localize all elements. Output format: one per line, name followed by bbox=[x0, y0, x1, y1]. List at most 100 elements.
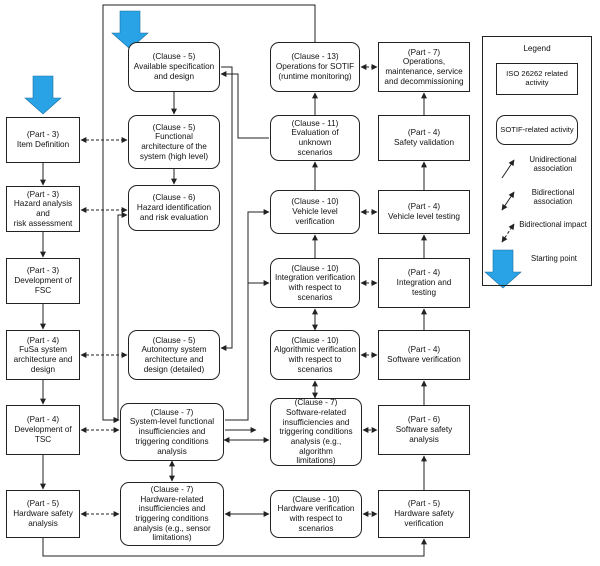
box-reference: (Part - 6) bbox=[407, 415, 441, 425]
box-label-line: Hardware verification bbox=[277, 504, 355, 514]
legend-bidirectional-label: Bidirectional association bbox=[531, 188, 575, 207]
activity-box-c10-vehicle: (Clause - 10)Vehicle level verification bbox=[270, 190, 360, 234]
box-label-line: risk assessment bbox=[13, 218, 73, 228]
box-label-line: Development of TSC bbox=[14, 425, 72, 444]
legend-panel bbox=[482, 36, 592, 286]
box-label-line: Integration verification bbox=[274, 273, 356, 283]
box-label-line: Functional bbox=[155, 132, 193, 142]
box-reference: (Part - 5) bbox=[407, 499, 441, 509]
box-label-line: scenarios bbox=[298, 523, 334, 533]
box-label-line: insufficiencies and bbox=[282, 417, 350, 427]
arrow-system-to-vehicle bbox=[225, 209, 270, 421]
box-label-line: analysis (e.g., sensor bbox=[133, 523, 211, 533]
legend-start-arrow-icon bbox=[484, 249, 522, 289]
arrow-eval-to-spec bbox=[220, 71, 269, 139]
box-reference: (Clause - 7) bbox=[150, 484, 194, 494]
box-label-line: analysis bbox=[409, 434, 439, 444]
box-label-line: design bbox=[30, 364, 56, 374]
legend-iso-label: ISO 26262 related activity bbox=[506, 69, 568, 87]
box-label-line: analysis (e.g., algorithm bbox=[290, 436, 342, 456]
box-reference: (Part - 3) bbox=[26, 189, 60, 199]
box-label-line: insufficiencies and bbox=[138, 427, 206, 437]
box-label-line: scenarios bbox=[297, 364, 333, 374]
activity-box-p4-sw-verif: (Part - 4)Software verification bbox=[378, 330, 470, 380]
box-label-line: Algorithmic verification bbox=[274, 345, 356, 355]
box-label-line: Vehicle level testing bbox=[388, 212, 460, 221]
box-reference: (Clause - 5) bbox=[152, 122, 196, 132]
box-reference: (Clause - 5) bbox=[152, 52, 196, 62]
activity-box-p3-item-def: (Part - 3)Item Definition bbox=[6, 117, 80, 163]
box-reference: (Clause - 7) bbox=[150, 407, 194, 417]
box-reference: (Part - 3) bbox=[26, 266, 60, 276]
box-label-line: Operations for SOTIF bbox=[275, 62, 355, 72]
box-reference: (Clause - 13) bbox=[291, 52, 339, 62]
box-label-line: analysis bbox=[157, 446, 187, 456]
box-label-line: limitations) bbox=[152, 533, 192, 543]
box-label-line: Item Definition bbox=[16, 140, 70, 149]
box-label-line: Hardware-related bbox=[140, 494, 204, 504]
activity-box-p3-fsc: (Part - 3)Development of FSC bbox=[6, 258, 80, 304]
activity-box-p4-safety-valid: (Part - 4)Safety validation bbox=[378, 115, 470, 161]
box-label-line: Hardware safety bbox=[13, 509, 73, 519]
box-label-line: and decommissioning bbox=[384, 76, 464, 86]
arrow-hazard-system bbox=[113, 212, 128, 423]
box-reference: (Part - 3) bbox=[26, 130, 60, 140]
activity-box-p7-ops: (Part - 7)Operations,maintenance, servic… bbox=[378, 42, 470, 92]
box-label-line: scenarios bbox=[297, 292, 333, 302]
legend-start-label: Starting point bbox=[531, 254, 577, 263]
box-reference: (Clause - 7) bbox=[294, 398, 338, 408]
box-reference: (Part - 4) bbox=[407, 202, 441, 212]
box-reference: (Part - 7) bbox=[407, 47, 441, 57]
box-label-line: FuSa system bbox=[19, 345, 67, 355]
arrow-ops-loop-to-system bbox=[102, 4, 316, 423]
box-label-line: and design bbox=[153, 71, 195, 81]
box-label-line: Development of FSC bbox=[14, 276, 72, 295]
box-reference: (Clause - 11) bbox=[291, 118, 339, 128]
box-reference: (Clause - 10) bbox=[291, 263, 339, 273]
box-label-line: architecture and bbox=[144, 355, 204, 364]
box-label-line: Software verification bbox=[387, 355, 461, 364]
box-reference: (Clause - 6) bbox=[152, 193, 196, 203]
legend-title: Legend bbox=[523, 44, 551, 53]
box-label-line: architecture of the bbox=[141, 142, 207, 151]
start-arrow-iso-icon bbox=[24, 75, 62, 115]
box-label-line: Autonomy system bbox=[141, 345, 207, 355]
box-label-line: triggering conditions bbox=[279, 427, 353, 437]
legend-sotif-box: SOTIF-related activity bbox=[496, 115, 578, 145]
connector-lines bbox=[40, 4, 515, 557]
box-label-line: architecture and bbox=[13, 355, 73, 364]
box-label-line: with respect to bbox=[289, 514, 343, 523]
legend-unidirectional-arrow bbox=[501, 159, 515, 179]
box-label-line: Hazard identification bbox=[136, 203, 212, 213]
box-reference: (Clause - 5) bbox=[152, 335, 196, 345]
box-label-line: System-level functional bbox=[129, 417, 215, 427]
box-reference: (Part - 5) bbox=[26, 499, 60, 509]
box-reference: (Part - 4) bbox=[407, 128, 441, 138]
arrow-hw-analysis-to-hw-verification bbox=[42, 538, 427, 557]
legend-sotif-label: SOTIF-related activity bbox=[500, 124, 574, 134]
box-label-line: Hardware safety bbox=[394, 509, 454, 519]
box-reference: (Clause - 10) bbox=[292, 494, 340, 504]
box-reference: (Clause - 10) bbox=[291, 197, 339, 207]
box-label-line: and risk evaluation bbox=[139, 212, 209, 222]
box-label-line: Safety validation bbox=[393, 138, 455, 147]
box-label-line: Integration and bbox=[396, 278, 452, 288]
box-label-line: analysis bbox=[28, 518, 58, 528]
box-label-line: scenarios bbox=[297, 147, 333, 157]
activity-box-p4-tsc: (Part - 4)Development of TSC bbox=[6, 405, 80, 455]
start-arrow-sotif-icon bbox=[111, 10, 149, 50]
box-label-line: with respect to bbox=[288, 283, 342, 292]
